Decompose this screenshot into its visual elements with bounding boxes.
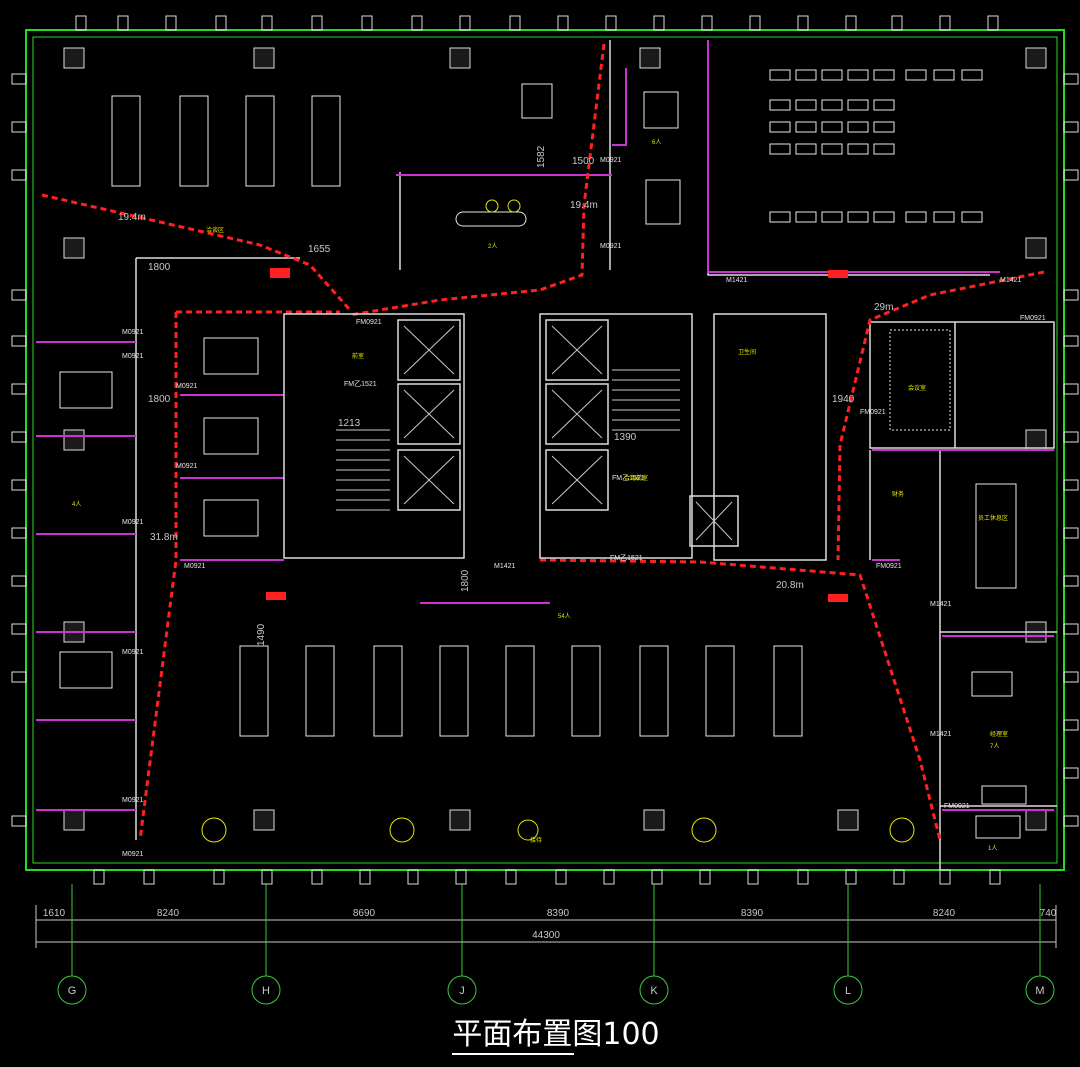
door-tag: M0921 — [122, 329, 144, 336]
partitions — [36, 40, 1054, 811]
door-tag: M1421 — [726, 277, 748, 284]
dimension-note: 1940 — [832, 394, 855, 405]
dimension-note: 31.8m — [150, 532, 178, 543]
door-tag: FM0921 — [944, 803, 970, 810]
axis-label-l: L — [845, 985, 851, 997]
door-tag: M0921 — [600, 243, 622, 250]
door-tag: M0921 — [176, 383, 198, 390]
room-label: 54人 — [558, 613, 571, 620]
dimension-note: 1490 — [256, 623, 267, 646]
dimension-note: 1213 — [338, 418, 361, 429]
dimension-note: 20.8m — [776, 580, 804, 591]
door-tag: FM0921 — [860, 409, 886, 416]
dimension-segment: 1610 — [43, 908, 66, 919]
door-tag: M0921 — [122, 851, 144, 858]
building-core — [283, 313, 827, 561]
door-tag: M1421 — [1000, 277, 1022, 284]
door-tag: M0921 — [122, 519, 144, 526]
dimension-segment: 8390 — [741, 908, 764, 919]
door-tag: FM乙1521 — [612, 474, 645, 482]
stairs — [336, 369, 680, 511]
dimension-note: 19.4m — [570, 200, 598, 211]
door-tag: FM0921 — [876, 563, 902, 570]
room-label: 接待 — [530, 836, 542, 844]
dimension-note: 19.4m — [118, 212, 146, 223]
lounge-seats — [201, 199, 915, 843]
door-tag: M0921 — [122, 649, 144, 656]
grid-axes — [57, 884, 1055, 1005]
door-tag: M0921 — [122, 353, 144, 360]
workstations-top — [111, 95, 341, 187]
training-room-seats — [769, 69, 983, 223]
evacuation-route — [41, 43, 1045, 841]
door-tag: FM乙1521 — [610, 554, 643, 562]
door-tag: FM0921 — [356, 319, 382, 326]
dimension-note: 1582 — [536, 145, 547, 168]
red-markers — [266, 268, 848, 602]
room-label: 7人 — [990, 743, 999, 750]
axis-label-j: J — [459, 985, 465, 997]
room-label: 前室 — [352, 352, 364, 360]
room-label: 财务 — [892, 490, 904, 498]
door-tag: M0921 — [122, 797, 144, 804]
door-tag: FM乙1521 — [344, 380, 377, 388]
dimension-segment: 8240 — [933, 908, 956, 919]
door-tag: M1421 — [930, 731, 952, 738]
drawing-title: 平面布置图100 — [452, 1017, 659, 1052]
dimension-overall: 44300 — [532, 930, 560, 941]
axis-label-k: K — [650, 985, 658, 997]
door-tag: M1421 — [930, 601, 952, 608]
workstations-bottom — [239, 645, 803, 737]
columns — [63, 47, 1047, 831]
outer-walls — [25, 29, 1065, 871]
elevator-crosses — [403, 325, 733, 541]
door-tag: M0921 — [184, 563, 206, 570]
dimension-note: 1655 — [308, 244, 331, 255]
room-label: 经理室 — [990, 730, 1008, 738]
room-label: 2人 — [488, 243, 497, 250]
dimension-note: 1800 — [148, 394, 171, 405]
dimension-note: 1800 — [460, 569, 471, 592]
wall-ticks — [11, 15, 1079, 885]
dimension-note: 1800 — [148, 262, 171, 273]
door-tag: M0921 — [600, 157, 622, 164]
dimension-segment: 740 — [1040, 908, 1057, 919]
dimension-segment: 8390 — [547, 908, 570, 919]
room-label: 会议室 — [908, 384, 926, 392]
axis-label-g: G — [68, 985, 77, 997]
room-label: 卫生间 — [738, 348, 756, 356]
dimension-note: 29m — [874, 302, 893, 313]
room-label: 6人 — [652, 139, 661, 146]
meeting-tables — [59, 83, 1027, 839]
door-tag: M1421 — [494, 563, 516, 570]
room-label: 1人 — [988, 845, 997, 852]
dimension-segment: 8690 — [353, 908, 376, 919]
room-label: 洽谈区 — [206, 226, 224, 234]
axis-label-m: M — [1035, 985, 1044, 997]
dimension-note: 1500 — [572, 156, 595, 167]
dimension-note: 1390 — [614, 432, 637, 443]
door-tag: M0921 — [176, 463, 198, 470]
door-tag: FM0921 — [1020, 315, 1046, 322]
room-label: 员工休息区 — [978, 514, 1008, 522]
dimension-segment: 8240 — [157, 908, 180, 919]
axis-label-h: H — [262, 985, 270, 997]
room-label: 合用前室 — [624, 474, 648, 482]
room-label: 4人 — [72, 501, 81, 508]
